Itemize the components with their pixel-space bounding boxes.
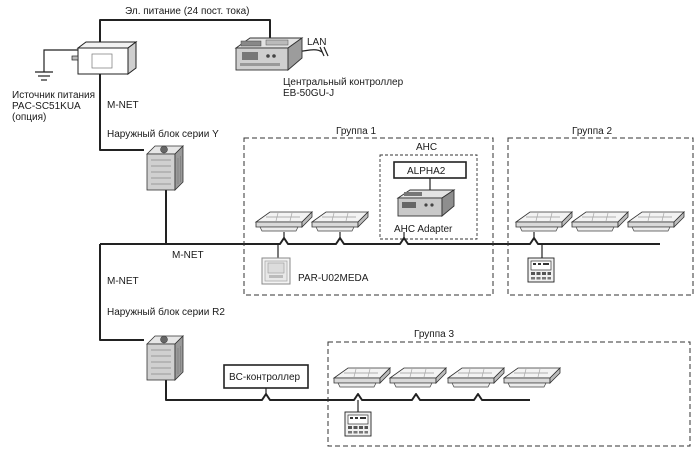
indoor-unit-g1-1	[255, 211, 313, 232]
indoor-unit-g2-2	[571, 211, 629, 232]
outdoor-r2-label: Наружный блок серии R2	[107, 306, 225, 318]
ground-wire	[43, 49, 78, 72]
lan-label: LAN	[307, 37, 326, 48]
lan-cable	[295, 49, 323, 53]
central-controller-label-2: EB-50GU-J	[283, 88, 334, 99]
group-1-title: Группа 1	[336, 126, 376, 137]
mnet-line-r2	[99, 244, 144, 341]
r2-to-bc-line	[165, 380, 530, 401]
par-remote-label: PAR-U02MEDA	[298, 273, 369, 284]
ground-icon	[35, 71, 53, 81]
lan-connector-icon	[319, 46, 329, 57]
par-remote-device	[261, 257, 291, 285]
power-supply-device	[71, 41, 138, 75]
power-line-label: Эл. питание (24 пост. тока)	[125, 6, 249, 17]
group-1-frame	[243, 137, 494, 296]
central-controller-device	[234, 37, 304, 71]
power-supply-label-1: Источник питания	[12, 90, 95, 101]
mnet-mid-right-label: M-NET	[172, 250, 204, 261]
mnet-top-label: M-NET	[107, 100, 139, 111]
indoor-unit-g3-2	[389, 367, 447, 388]
power-line	[99, 19, 271, 48]
ahc-adapter-label: AHC Adapter	[394, 224, 453, 235]
group-3-title: Группа 3	[414, 329, 454, 340]
mnet-mid-left-label: M-NET	[107, 276, 139, 287]
group-2-title: Группа 2	[572, 126, 612, 137]
indoor-unit-g3-4	[503, 367, 561, 388]
indoor-unit-g3-3	[447, 367, 505, 388]
group-3-frame	[327, 341, 691, 447]
indoor-unit-g2-1	[515, 211, 573, 232]
indoor-unit-g1-2	[311, 211, 369, 232]
outdoor-unit-y	[146, 145, 184, 191]
ahc-title: AHC	[416, 142, 437, 153]
outdoor-unit-r2	[146, 335, 184, 381]
ahc-adapter-device	[396, 189, 456, 217]
power-supply-label-3: (опция)	[12, 112, 46, 123]
bc-controller-box	[223, 364, 309, 389]
outdoor-y-label: Наружный блок серии Y	[107, 128, 219, 140]
mnet-bus	[100, 237, 660, 245]
central-controller-label-1: Центральный контроллер	[283, 77, 404, 88]
remote-controller-g3	[344, 411, 372, 437]
remote-controller-g2	[527, 257, 555, 283]
alpha2-label: ALPHA2	[407, 166, 446, 177]
mnet-line-top	[99, 72, 144, 151]
indoor-unit-g2-3	[627, 211, 685, 232]
bc-controller-label: BC-контроллер	[229, 372, 301, 383]
alpha2-box	[393, 161, 467, 179]
ahc-frame	[379, 154, 478, 240]
power-supply-label-2: PAC-SC51KUA	[12, 101, 81, 112]
indoor-unit-g3-1	[333, 367, 391, 388]
group-2-frame	[507, 137, 694, 296]
